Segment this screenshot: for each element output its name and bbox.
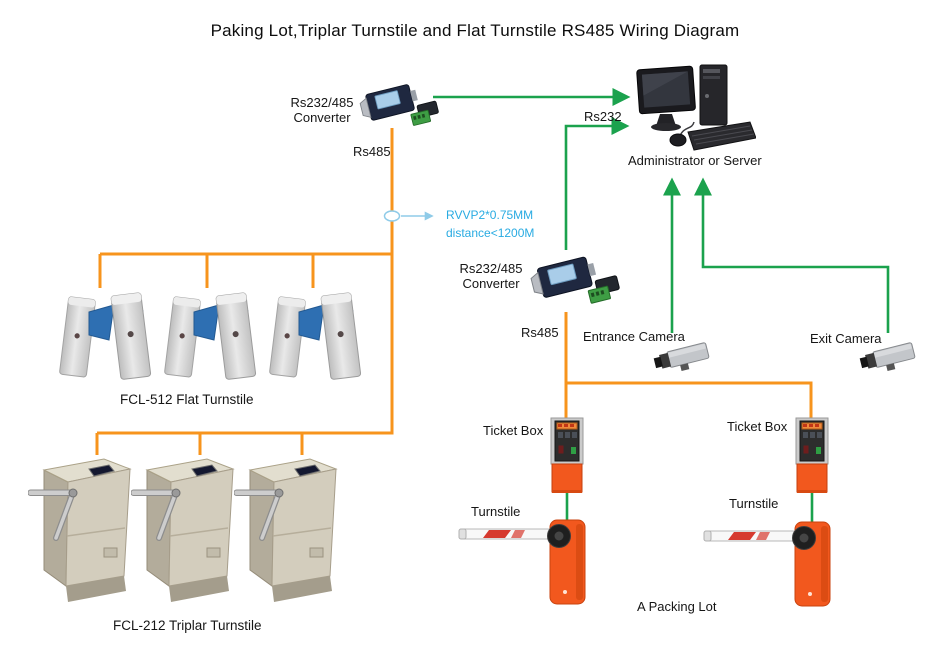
cable-note: RVVP2*0.75MM distance<1200M	[446, 206, 534, 242]
rs485-mid-label: Rs485	[521, 325, 559, 340]
barrier-turnstile-left-device	[455, 512, 590, 607]
ticket-box-left-label: Ticket Box	[483, 423, 544, 438]
converter-mid-label: Rs232/485 Converter	[459, 261, 523, 291]
cable-note-line2: distance<1200M	[446, 226, 535, 240]
rs232-label: Rs232	[584, 109, 622, 124]
rs232-485-converter-mid	[526, 252, 626, 314]
parking-lot-label: A Packing Lot	[637, 599, 717, 614]
barrier-turnstile-right-device	[700, 514, 835, 609]
flat-group-label: FCL-512 Flat Turnstile	[120, 392, 254, 407]
rs485-top-label: Rs485	[353, 144, 391, 159]
flat-turnstile-unit-1	[52, 282, 157, 387]
converter-top-label: Rs232/485 Converter	[290, 95, 354, 125]
rs232-485-converter-top	[350, 80, 450, 135]
turnstile-left-label: Turnstile	[471, 504, 521, 519]
diagram-title: Paking Lot,Triplar Turnstile and Flat Tu…	[210, 21, 740, 40]
ticket-box-left-device	[550, 417, 584, 495]
cable-note-line1: RVVP2*0.75MM	[446, 208, 534, 222]
exit-camera-label: Exit Camera	[810, 331, 882, 346]
ticket-box-right-device	[795, 417, 829, 495]
green-data-wires	[433, 87, 890, 522]
ticket-box-right-label: Ticket Box	[727, 419, 788, 434]
turnstile-right-label: Turnstile	[729, 496, 779, 511]
triplar-turnstile-unit-1	[28, 450, 148, 615]
triplar-turnstile-unit-2	[131, 450, 251, 615]
triplar-turnstile-unit-3	[234, 450, 354, 615]
rs485-bus-wires	[95, 128, 813, 455]
triplar-group-label: FCL-212 Triplar Turnstile	[113, 618, 262, 633]
entrance-camera-label: Entrance Camera	[583, 329, 685, 344]
flat-turnstile-unit-3	[262, 282, 367, 387]
cable-note-callout	[383, 210, 434, 222]
computer-label: Administrator or Server	[628, 153, 762, 168]
administrator-server-computer	[636, 64, 756, 156]
flat-turnstile-unit-2	[157, 282, 262, 387]
